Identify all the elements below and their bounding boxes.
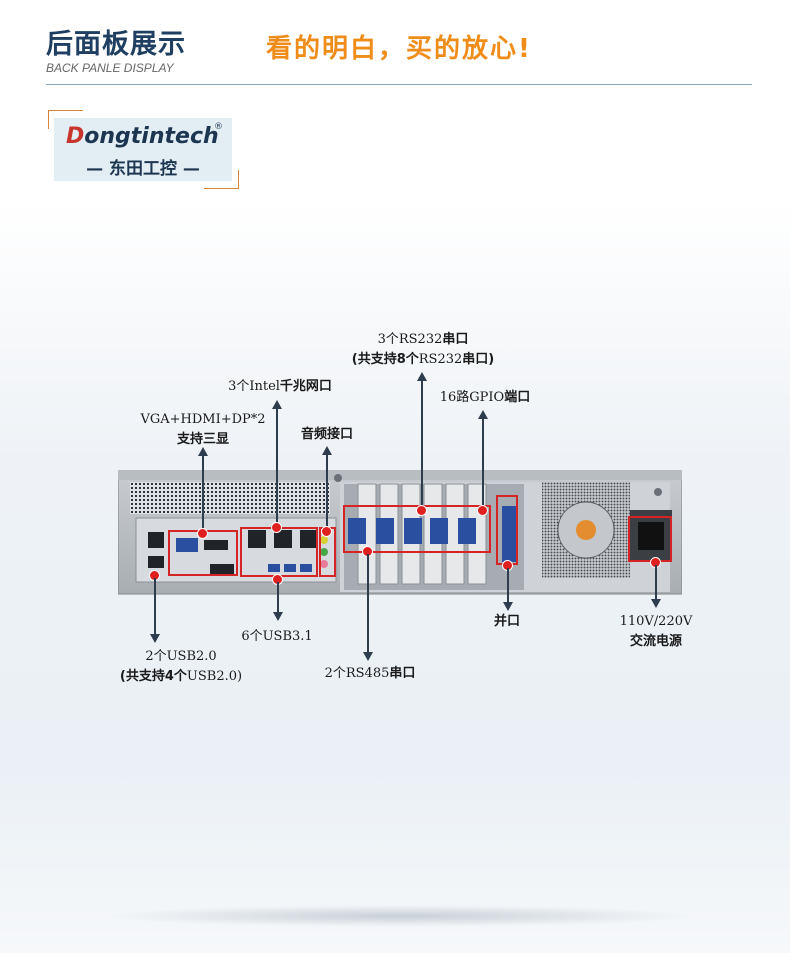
usb31-arrow-icon [273,612,283,621]
audio-label: 音频接口 [300,427,353,442]
highlight-parallel-port [496,495,518,565]
power-arrow-icon [651,599,661,608]
audio-marker [321,526,332,537]
logo-corner-decoration [48,110,83,129]
floor-shadow [100,905,700,927]
usb20-arrow-icon [150,634,160,643]
logo-brand-text: Dongtintech [66,124,219,149]
usb31-callout-line [277,582,279,612]
logo-corner-decoration [204,170,239,189]
page-title: 后面板展示 [46,29,186,60]
rs485-label: 2个RS485串口 [324,666,416,681]
brand-logo: Dongtintech ® — 东田工控 — [54,118,232,181]
highlight-power-inlet [628,516,672,562]
rs232-callout-line [421,380,423,510]
intel-lan-label: 3个Intel千兆网口 [228,379,332,394]
rs232-label: 3个RS232串口 (共支持8个RS232串口) [351,332,495,367]
server-back-panel [118,470,682,595]
power-label: 110V/220V 交流电源 [619,614,693,649]
gpio-label: 16路GPIO端口 [439,390,531,405]
gpio-marker [477,505,488,516]
header-divider [46,84,752,85]
intel-lan-marker [271,522,282,533]
video-output-label: VGA+HDMI+DP*2 支持三显 [140,412,266,447]
logo-chinese-name: — 东田工控 — [86,159,200,179]
page-subtitle: BACK PANLE DISPLAY [46,61,174,75]
usb31-label: 6个USB3.1 [241,629,313,644]
usb20-callout-line [154,578,156,634]
registered-mark: ® [214,122,223,132]
audio-arrow-icon [322,446,332,455]
rs485-callout-line [367,554,369,652]
usb20-label: 2个USB2.0 (共支持4个USB2.0) [119,649,243,684]
parallel-arrow-icon [503,602,513,611]
highlight-lan-usb31 [240,527,318,577]
gpio-callout-line [482,418,484,510]
rs232-arrow-icon [417,372,427,381]
gpio-arrow-icon [478,410,488,419]
parallel-label: 并口 [493,614,520,629]
parallel-callout-line [507,568,509,602]
power-callout-line [655,565,657,599]
video-output-arrow-icon [198,447,208,456]
video-output-marker [197,528,208,539]
rs232-marker [416,505,427,516]
video-output-callout-line [202,455,204,530]
audio-callout-line [326,454,328,530]
intel-lan-callout-line [276,408,278,526]
slogan: 看的明白，买的放心! [266,34,532,64]
rs485-arrow-icon [363,652,373,661]
intel-lan-arrow-icon [272,400,282,409]
